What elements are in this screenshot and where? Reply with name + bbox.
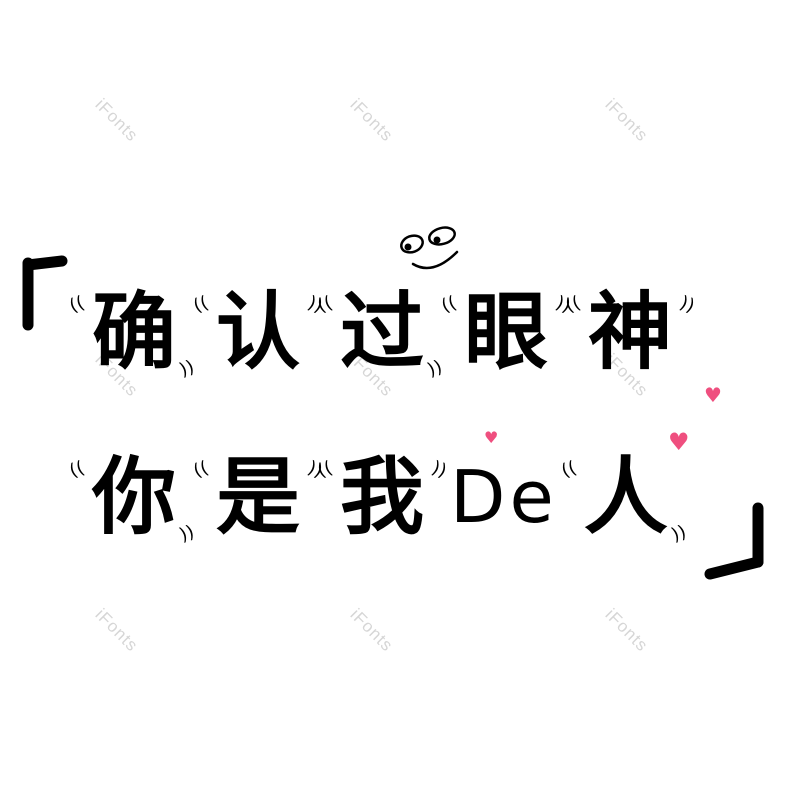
watermark-text: iFonts xyxy=(601,605,652,656)
glyph-text: 是 xyxy=(215,448,300,546)
glyph-ni: (( 你 )) xyxy=(67,455,197,546)
wiggle-mark: )) xyxy=(176,356,197,381)
glyph-text: 你 xyxy=(91,448,176,546)
close-bracket-icon xyxy=(704,502,764,580)
glyph-text: 人 xyxy=(583,448,668,546)
watermark-text: iFonts xyxy=(346,95,397,146)
glyph-text: 我 xyxy=(339,448,424,546)
open-bracket-icon xyxy=(22,255,68,331)
watermark-text: iFonts xyxy=(346,605,397,656)
wiggle-mark: (( xyxy=(66,457,88,482)
glyph-shen: (( 神 )) xyxy=(563,290,698,374)
wiggle-mark: )) xyxy=(676,292,698,317)
wiggle-mark: )) xyxy=(424,356,445,381)
heart-icon: ♥ xyxy=(484,428,499,447)
glyph-text: 过 xyxy=(339,283,424,381)
watermark-text: iFonts xyxy=(91,605,142,656)
wiggle-mark: )) xyxy=(668,521,689,546)
glyph-text: 眼 xyxy=(463,283,548,381)
glyph-guo: (( 过 )) xyxy=(315,290,445,381)
glyph-que: (( 确 )) xyxy=(67,290,197,381)
heart-icon: ♥ xyxy=(668,428,690,456)
text-line-2: (( 你 )) (( 是 )) (( 我 )) De (( 人 )) xyxy=(67,455,689,546)
glyph-text: 神 xyxy=(587,283,672,381)
glyph-text: 认 xyxy=(215,283,300,381)
text-line-1: (( 确 )) (( 认 )) (( 过 )) (( 眼 )) (( 神 )) xyxy=(67,290,698,381)
heart-icon: ♥ xyxy=(704,383,722,407)
wiggle-mark: )) xyxy=(176,521,197,546)
watermark-text: iFonts xyxy=(601,95,652,146)
wiggle-mark: (( xyxy=(66,292,88,317)
glyph-ren-person: (( 人 )) xyxy=(558,455,688,546)
watermark-text: iFonts xyxy=(91,95,142,146)
latin-de: De xyxy=(450,455,558,539)
smiling-eyes-icon xyxy=(400,226,459,270)
glyph-text: 确 xyxy=(91,283,176,381)
glyph-ren: (( 认 )) xyxy=(191,290,326,374)
glyph-yan: (( 眼 )) xyxy=(439,290,574,374)
glyph-wo: (( 我 )) xyxy=(315,455,450,539)
glyph-shi: (( 是 )) xyxy=(191,455,326,539)
